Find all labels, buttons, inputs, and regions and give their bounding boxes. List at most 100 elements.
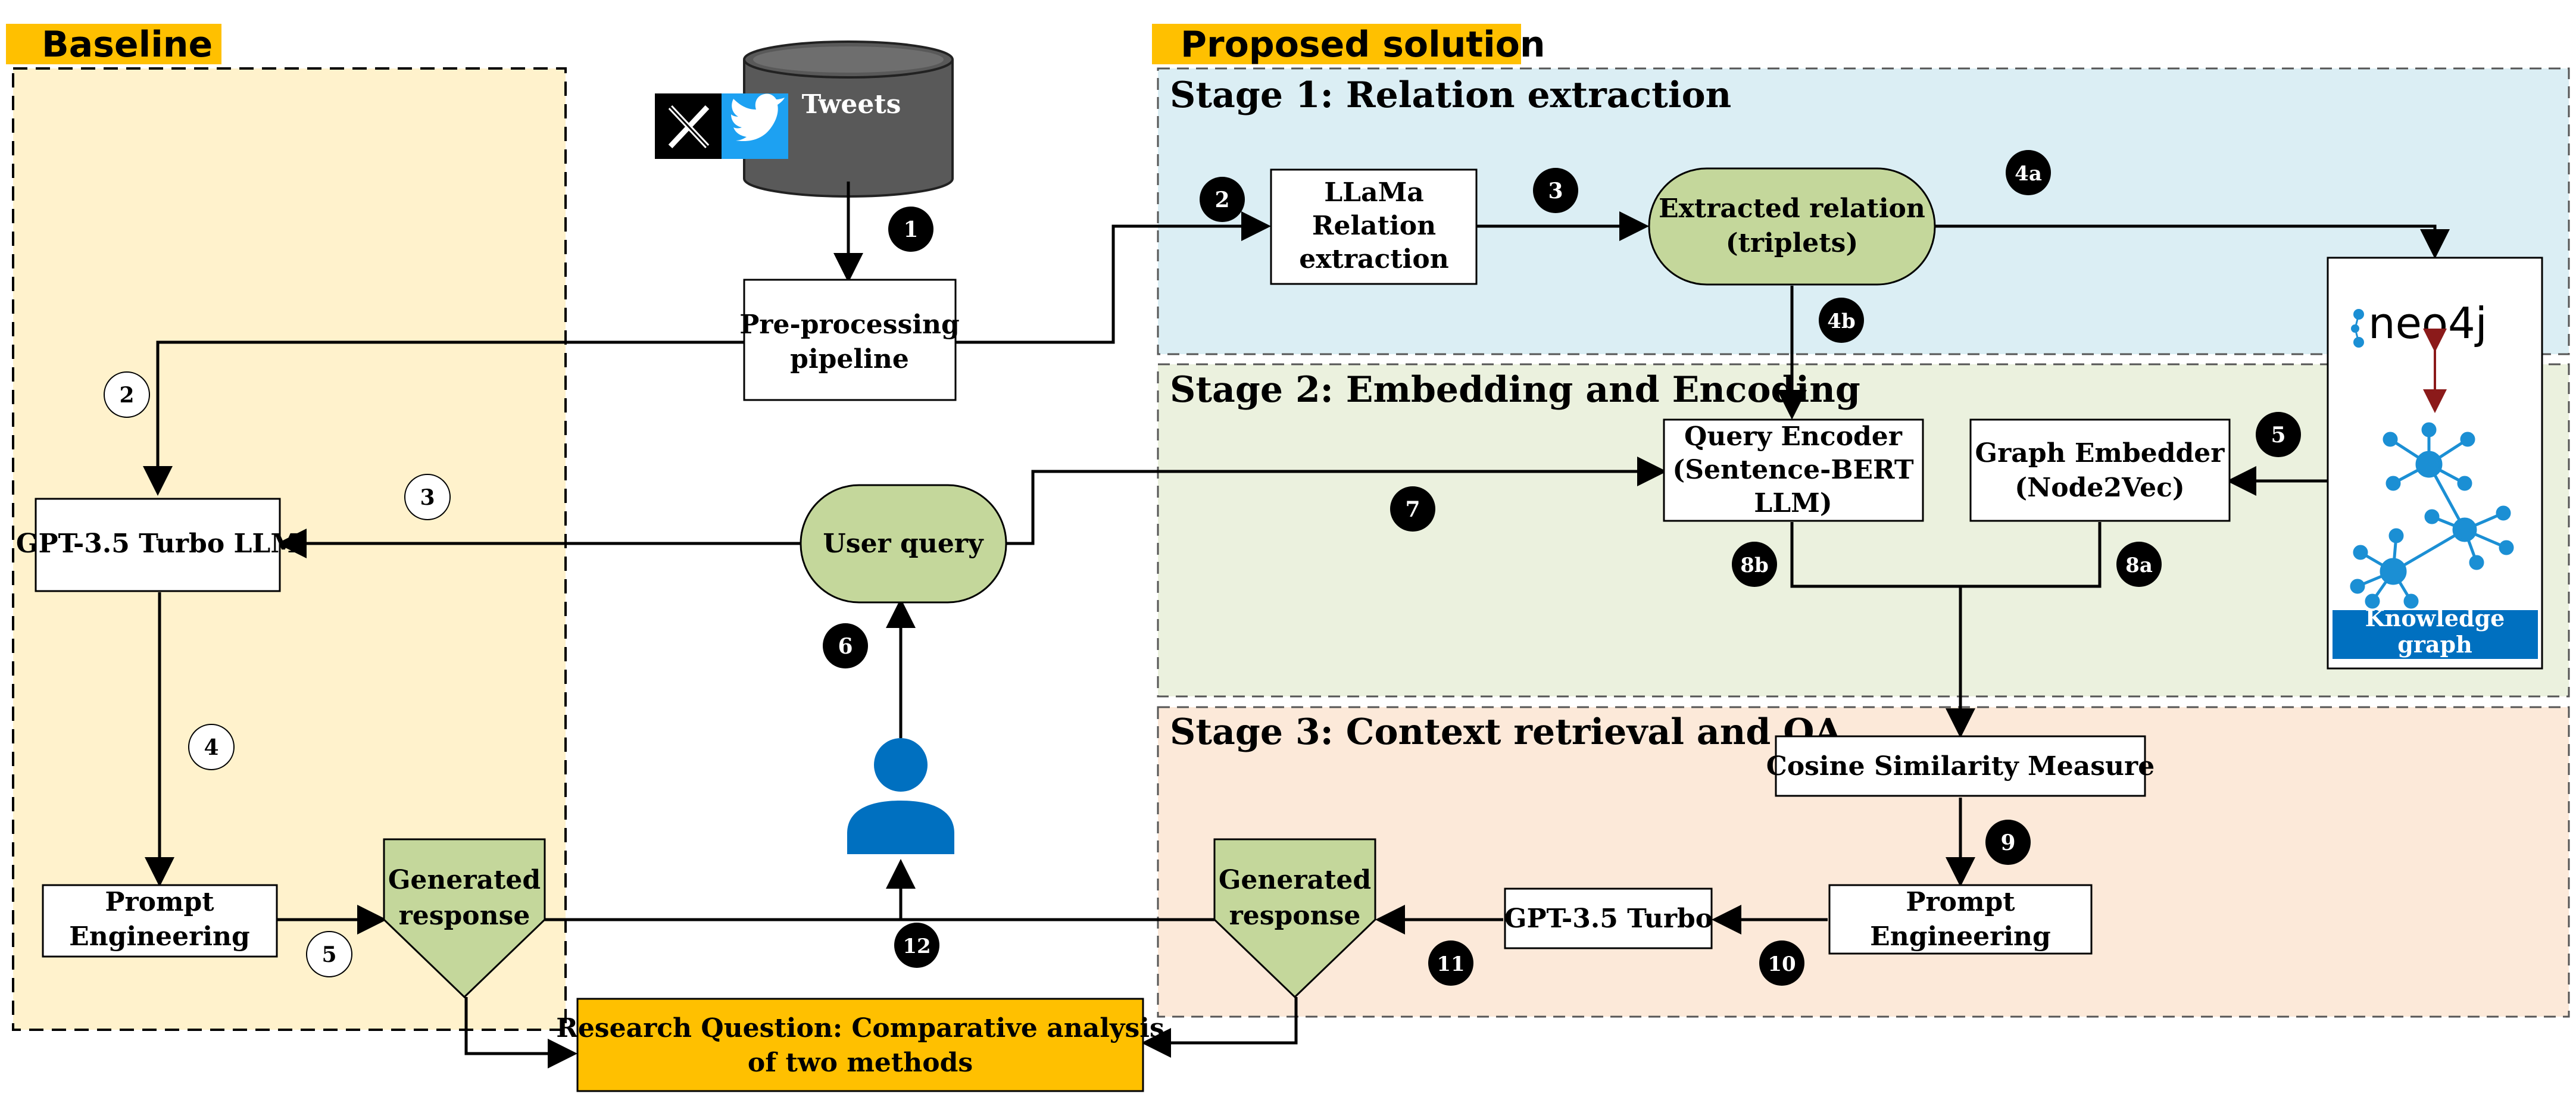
step-badge: 4 xyxy=(188,724,235,770)
step-badge: 8a xyxy=(2116,542,2162,587)
step-badge: 2 xyxy=(104,371,150,418)
step-badge: 3 xyxy=(1533,168,1578,213)
cosine-label: Cosine Similarity Measure xyxy=(1766,751,2155,782)
query-encoder-node: Query Encoder (Sentence-BERT LLM) xyxy=(1663,418,1924,522)
embedder-line1: Graph Embedder xyxy=(1975,438,2225,468)
step-badge: 4b xyxy=(1819,298,1864,343)
arrow-right-response-to-rq xyxy=(1141,997,1298,1058)
arrow-left-response-to-rq xyxy=(464,997,577,1068)
baseline-header-bg xyxy=(6,24,221,64)
svg-text:9: 9 xyxy=(2000,830,2015,855)
line-encoder-merge xyxy=(1790,522,2102,588)
arrow-preprocessing-to-gpt-llm xyxy=(143,340,744,496)
step-badge: 1 xyxy=(888,207,933,252)
svg-text:7: 7 xyxy=(1405,497,1420,522)
preprocessing-node: Pre-processing pipeline xyxy=(739,279,960,401)
svg-text:12: 12 xyxy=(903,935,931,958)
tweets-label: Tweets xyxy=(802,89,901,120)
svg-text:5: 5 xyxy=(2271,423,2285,448)
kg-label-line1: Knowledge xyxy=(2365,605,2505,632)
preprocessing-line1: Pre-processing xyxy=(739,310,960,340)
step-badge: 4a xyxy=(2006,150,2051,195)
step-badge: 11 xyxy=(1428,940,1473,986)
svg-text:4: 4 xyxy=(204,735,218,760)
gpt-turbo-label: GPT-3.5 Turbo xyxy=(1504,904,1713,934)
extracted-line2: (triplets) xyxy=(1726,228,1858,258)
extracted-line1: Extracted relation xyxy=(1659,193,1925,224)
x-logo-icon xyxy=(655,93,722,159)
knowledge-graph-node: neo4j xyxy=(2327,257,2543,670)
kg-label-bg xyxy=(2333,610,2538,659)
generated-response-left-node: Generated response xyxy=(383,838,546,999)
extracted-relation-node: Extracted relation (triplets) xyxy=(1648,167,1936,286)
svg-text:8a: 8a xyxy=(2125,554,2153,577)
encoder-line1: Query Encoder xyxy=(1684,421,1903,452)
baseline-header: Baseline xyxy=(42,24,213,65)
step-badge: 5 xyxy=(306,931,352,977)
step-badge: 8b xyxy=(1732,542,1777,587)
prompt-left-line2: Engineering xyxy=(69,921,250,952)
stage1-title: Stage 1: Relation extraction xyxy=(1170,74,1731,116)
response-left-line1: Generated xyxy=(388,865,541,895)
svg-text:6: 6 xyxy=(838,634,853,659)
svg-text:1: 1 xyxy=(903,217,918,242)
proposed-header: Proposed solution xyxy=(1181,24,1545,65)
step-badge: 3 xyxy=(404,474,451,520)
proposed-header-bg xyxy=(1152,24,1521,64)
arrow-preprocessing-to-llama xyxy=(956,211,1271,344)
cosine-similarity-node: Cosine Similarity Measure xyxy=(1766,735,2155,797)
gpt-llm-node: GPT-3.5 Turbo LLM xyxy=(16,498,299,592)
user-query-node: User query xyxy=(800,484,1007,604)
graph-network-icon xyxy=(2350,422,2514,609)
step-badge: 6 xyxy=(823,623,868,668)
preprocessing-line2: pipeline xyxy=(790,344,909,374)
embedder-line2: (Node2Vec) xyxy=(2015,473,2184,503)
kg-label-line2: graph xyxy=(2397,631,2472,658)
gpt-turbo-node: GPT-3.5 Turbo xyxy=(1504,888,1713,949)
prompt-engineering-left-node: Prompt Engineering xyxy=(42,884,278,958)
svg-text:3: 3 xyxy=(420,485,435,510)
stage3-title: Stage 3: Context retrieval and QA xyxy=(1170,711,1843,753)
response-right-line1: Generated xyxy=(1219,865,1371,895)
svg-text:2: 2 xyxy=(119,383,134,408)
svg-text:10: 10 xyxy=(1768,952,1796,976)
user-person-icon xyxy=(847,738,954,854)
step-badge: 7 xyxy=(1390,486,1435,532)
llama-line1: LLaMa xyxy=(1324,177,1424,208)
arrow-userquery-to-encoder xyxy=(1006,457,1667,545)
encoder-line2: (Sentence-BERT xyxy=(1672,455,1913,485)
prompt-right-line2: Engineering xyxy=(1870,921,2051,952)
prompt-right-line1: Prompt xyxy=(1906,887,2015,917)
step-badge: 10 xyxy=(1759,940,1804,986)
rq-line1: Research Question: Comparative analysis xyxy=(556,1013,1164,1043)
llama-line3: extraction xyxy=(1299,244,1448,274)
svg-text:4b: 4b xyxy=(1827,310,1855,333)
twitter-bird-icon xyxy=(722,93,788,159)
svg-text:2: 2 xyxy=(1214,188,1229,212)
svg-text:11: 11 xyxy=(1437,952,1465,976)
gpt-llm-label: GPT-3.5 Turbo LLM xyxy=(16,529,299,559)
llama-node: LLaMa Relation extraction xyxy=(1270,168,1478,285)
user-query-label: User query xyxy=(823,529,984,559)
step-badge: 9 xyxy=(1985,820,2031,865)
prompt-engineering-right-node: Prompt Engineering xyxy=(1828,884,2093,955)
research-question-node: Research Question: Comparative analysis … xyxy=(556,998,1164,1092)
step-badge: 12 xyxy=(894,923,939,968)
neo4j-wordmark: neo4j xyxy=(2368,298,2487,348)
arrow-extracted-to-kg xyxy=(1935,224,2450,259)
step-badge: 2 xyxy=(1200,177,1245,222)
svg-text:8b: 8b xyxy=(1740,554,1768,577)
neo4j-logo-icon: neo4j xyxy=(2351,298,2487,348)
response-right-line2: response xyxy=(1229,901,1361,931)
rq-line2: of two methods xyxy=(748,1048,973,1078)
step-badge: 5 xyxy=(2256,412,2301,457)
generated-response-right-node: Generated response xyxy=(1213,838,1376,999)
svg-text:5: 5 xyxy=(321,942,336,967)
llama-line2: Relation xyxy=(1312,211,1436,241)
baseline-badges: 2 3 4 5 xyxy=(104,371,451,977)
response-left-line2: response xyxy=(399,901,530,931)
graph-embedder-node: Graph Embedder (Node2Vec) xyxy=(1969,418,2231,522)
proposed-badges: 1 2 3 4a 4b 5 6 7 xyxy=(823,150,2301,986)
encoder-line3: LLM) xyxy=(1754,488,1832,518)
svg-text:3: 3 xyxy=(1548,179,1563,204)
